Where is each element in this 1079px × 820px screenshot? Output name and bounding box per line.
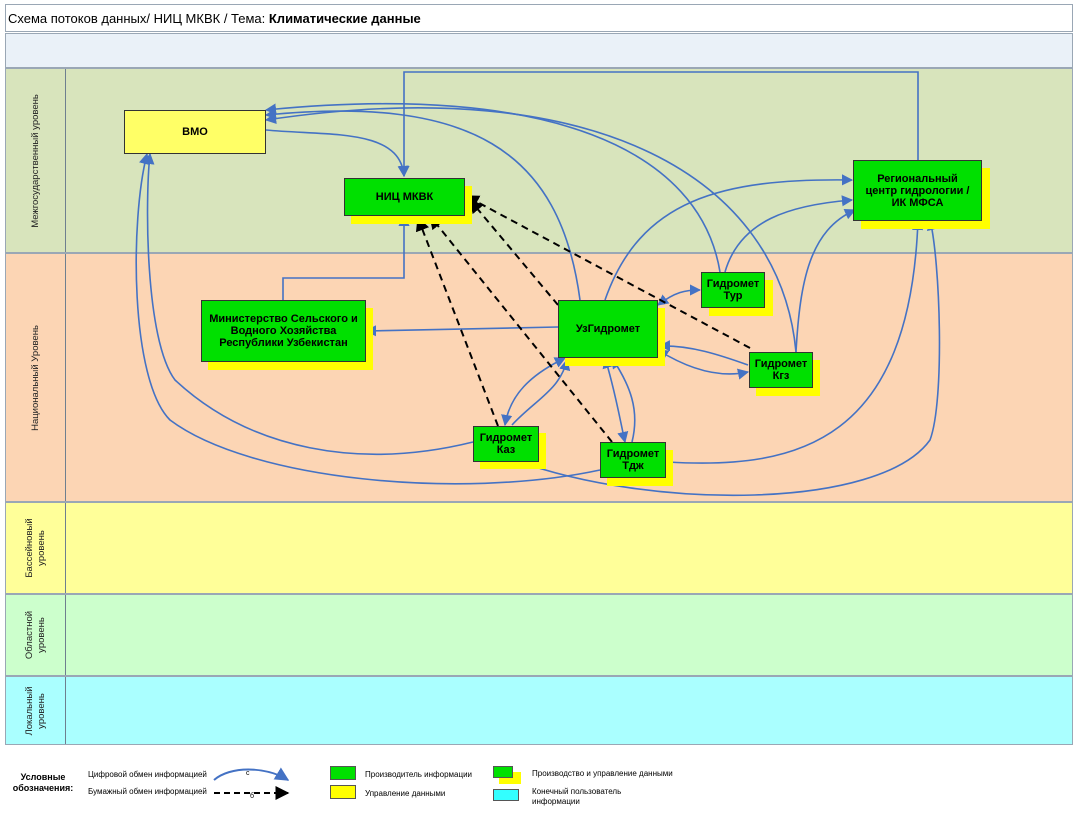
node-regional-label: Региональный центр гидрологии / ИК МФСА [865,172,970,209]
flow-uz-to-ministry [364,325,559,337]
node-ministry[interactable]: Министерство Сельского и Водного Хозяйст… [201,300,366,362]
node-ministry-label: Министерство Сельского и Водного Хозяйст… [209,313,358,349]
paper-kaz-to-nic [415,216,499,427]
legend-producer-label: Производитель информации [365,770,473,779]
lane-basin: Бассейновый уровень [5,502,1073,594]
legend-line-samples: с б [213,767,290,800]
lane-local: Локальный уровень [5,676,1073,745]
flow-regional-to-nic [398,71,919,178]
flow-uz-to-regional [604,174,854,301]
node-uz-label: УзГидромет [575,323,641,335]
lane-label-basin: Бассейновый уровень [6,503,66,593]
subtitle-bar [5,33,1073,68]
paper-uz-to-nic [469,198,559,306]
lane-label-regional: Областной уровень [6,595,66,675]
legend-management-label: Управление данными [365,789,446,798]
flow-uz-kaz [501,357,567,427]
node-tur-label: Гидромет Тур [706,278,760,302]
legend-swatch-end-user [493,789,519,801]
lane-label-national: Национальный Уровень [6,254,66,501]
flow-tdzh-to-regional [667,218,924,464]
flow-vmo-to-nic [265,129,409,178]
paper-kgz-to-nic [464,195,751,349]
paper-tdzh-to-nic [429,214,613,443]
lane-label-local: Локальный уровень [6,677,66,744]
legend-end-user-label: Конечный пользователь информации [532,787,622,806]
node-vmo[interactable]: ВМО [124,110,266,154]
flow-uz-tdzh [602,356,629,444]
legend-swatch-production-management [493,766,513,778]
legend-swatch-producer [330,766,356,780]
title-topic: Климатические данные [268,11,421,26]
node-hydromet-tdzh[interactable]: Гидромет Тдж [600,442,666,478]
node-hydromet-kgz[interactable]: Гидромет Кгз [749,352,813,388]
lane-regional: Областной уровень [5,594,1073,676]
legend-title: Условные обозначения: [12,772,74,793]
node-regional-center[interactable]: Региональный центр гидрологии / ИК МФСА [853,160,982,221]
legend-paper-mark: б [250,792,254,800]
node-uzhydromet[interactable]: УзГидромет [558,300,658,358]
flow-tdzh-to-vmo [135,152,601,485]
legend-digital-mark: с [246,770,250,777]
node-nic-label: НИЦ МКВК [375,191,434,203]
flow-uz-kgz [657,349,750,380]
node-vmo-label: ВМО [182,126,208,138]
flow-kgz-to-vmo [264,107,797,353]
flow-tur-to-vmo [264,103,721,273]
flow-kaz-to-vmo [143,152,474,455]
node-kgz-label: Гидромет Кгз [754,358,808,382]
flow-tur-to-regional [724,195,854,273]
legend-production-management-label: Производство и управление данными [532,769,673,778]
title-prefix: Схема потоков данных/ НИЦ МКВК / Тема: [8,11,269,26]
legend-digital-label: Цифровой обмен информацией [88,770,207,779]
lane-label-interstate: Межгосударственный уровень [6,69,66,252]
title-bar: Схема потоков данных/ НИЦ МКВК / Тема: К… [5,4,1073,32]
flow-kgz-to-regional [795,208,857,353]
legend-swatch-management [330,785,356,799]
diagram-title: Схема потоков данных/ НИЦ МКВК / Тема: К… [8,11,421,26]
flow-kgz-uz [658,340,749,366]
node-hydromet-kaz[interactable]: Гидромет Каз [473,426,539,462]
flow-ministry-to-nic [282,214,410,300]
legend-digital-line [213,767,290,781]
flow-tdzh-uz [611,357,636,443]
flow-kaz-uz [511,358,571,426]
node-tdzh-label: Гидромет Тдж [606,448,660,472]
node-hydromet-tur[interactable]: Гидромет Тур [701,272,765,308]
node-kaz-label: Гидромет Каз [479,432,533,456]
node-nic[interactable]: НИЦ МКВК [344,178,465,216]
flow-kaz-to-regional [514,218,941,497]
legend-paper-label: Бумажный обмен информацией [88,787,207,796]
